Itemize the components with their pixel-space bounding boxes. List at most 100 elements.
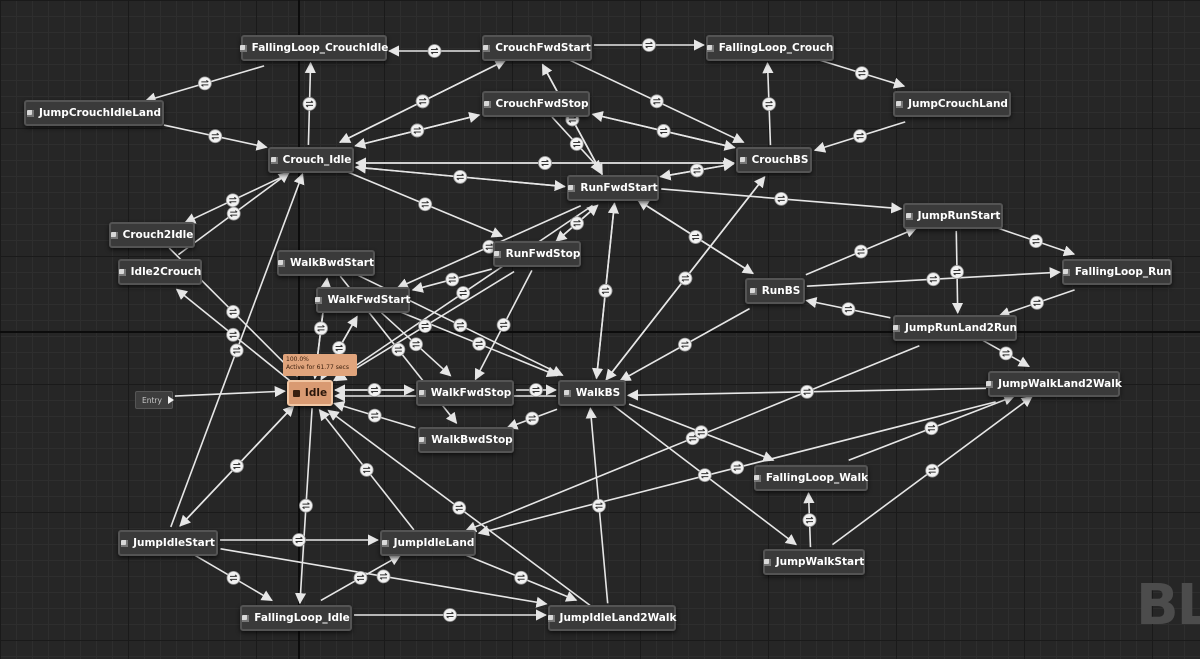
transition-rule-icon[interactable] <box>353 570 368 585</box>
transition-rule-icon[interactable] <box>1030 295 1044 310</box>
transition-rule-icon[interactable] <box>678 271 693 286</box>
transition-rule-icon[interactable] <box>642 38 656 52</box>
transition-rule-icon[interactable] <box>410 123 425 138</box>
transition-rule-icon[interactable] <box>409 337 423 352</box>
transition-rule-icon[interactable] <box>415 94 430 109</box>
transition-rule-icon[interactable] <box>1029 234 1043 249</box>
transition-rule-icon[interactable] <box>427 44 442 58</box>
state-node-crouchfwdstop[interactable]: CrouchFwdStop <box>482 91 590 117</box>
transition-rule-icon[interactable] <box>453 169 468 184</box>
state-node-runfwdstop[interactable]: RunFwdStop <box>493 241 581 267</box>
transition-rule-icon[interactable] <box>529 383 543 397</box>
state-icon <box>242 614 250 622</box>
state-node-idle2crouch[interactable]: Idle2Crouch <box>118 259 202 285</box>
state-node-walkfwdstop[interactable]: WalkFwdStop <box>416 380 514 406</box>
transition-rule-icon[interactable] <box>445 272 460 287</box>
transition-rule-icon[interactable] <box>730 460 745 475</box>
transition-rule-icon[interactable] <box>841 302 856 317</box>
state-icon <box>292 389 300 397</box>
transition-rule-icon[interactable] <box>694 425 709 440</box>
transition-rule-icon[interactable] <box>924 421 939 436</box>
transition-rule-icon[interactable] <box>472 337 486 351</box>
transition-rule-icon[interactable] <box>226 206 241 221</box>
state-node-fallingloop-run[interactable]: FallingLoop_Run <box>1062 259 1172 285</box>
transition-rule-icon[interactable] <box>649 94 664 109</box>
transition-rule-icon[interactable] <box>925 463 940 478</box>
transition-rule-icon[interactable] <box>229 459 244 473</box>
state-node-jumpcrouchidleland[interactable]: JumpCrouchIdleLand <box>24 100 164 126</box>
state-node-walkbwdstart[interactable]: WalkBwdStart <box>277 250 375 276</box>
transition-rule-icon[interactable] <box>367 383 382 397</box>
transition-rule-icon[interactable] <box>690 163 704 178</box>
state-node-jumprunland2run[interactable]: JumpRunLand2Run <box>893 315 1017 341</box>
transition-rule-icon[interactable] <box>453 318 468 333</box>
transition-rule-icon[interactable] <box>853 129 867 143</box>
transition-rule-icon[interactable] <box>367 408 382 423</box>
transition-rule-icon[interactable] <box>197 76 212 91</box>
state-node-fallingloop-crouch[interactable]: FallingLoop_Crouch <box>706 35 834 61</box>
transition-rule-icon[interactable] <box>226 304 241 319</box>
transition-rule-icon[interactable] <box>570 216 584 231</box>
transition-rule-icon[interactable] <box>598 283 613 298</box>
transition-rule-icon[interactable] <box>762 97 776 112</box>
transition-rule-icon[interactable] <box>208 129 223 144</box>
state-node-crouch-idle[interactable]: Crouch_Idle <box>268 147 354 173</box>
transition-rule-icon[interactable] <box>569 137 584 151</box>
state-node-walkfwdstart[interactable]: WalkFwdStart <box>315 287 411 313</box>
transition-rule-icon[interactable] <box>802 513 817 528</box>
transition-line[interactable] <box>174 385 286 398</box>
state-node-crouchbs[interactable]: CrouchBS <box>736 147 812 173</box>
transition-rule-icon[interactable] <box>678 337 692 352</box>
transition-rule-icon[interactable] <box>854 66 869 81</box>
state-node-jumprunstart[interactable]: JumpRunStart <box>903 203 1003 229</box>
transition-rule-icon[interactable] <box>688 230 703 244</box>
transition-rule-icon[interactable] <box>299 498 313 513</box>
transition-rule-icon[interactable] <box>456 286 471 300</box>
transition-rule-icon[interactable] <box>800 384 814 399</box>
state-node-crouch2idle[interactable]: Crouch2Idle <box>109 222 195 248</box>
state-node-crouchfwdstart[interactable]: CrouchFwdStart <box>482 35 592 61</box>
transition-rule-icon[interactable] <box>525 411 540 426</box>
transition-rule-icon[interactable] <box>496 317 511 332</box>
transition-rule-icon[interactable] <box>538 156 552 170</box>
transition-rule-icon[interactable] <box>226 327 241 342</box>
transition-rule-icon[interactable] <box>656 124 671 138</box>
state-node-walkbwdstop[interactable]: WalkBwdStop <box>418 427 514 453</box>
state-node-fallingloop-crouchidle[interactable]: FallingLoop_CrouchIdle <box>239 35 388 61</box>
transition-rule-icon[interactable] <box>229 343 244 358</box>
state-node-fallingloop-idle[interactable]: FallingLoop_Idle <box>240 605 352 631</box>
transition-rule-icon[interactable] <box>225 193 240 208</box>
transition-rule-icon[interactable] <box>418 197 433 212</box>
state-node-jumpidleland2walk[interactable]: JumpIdleLand2Walk <box>547 605 676 631</box>
transition-rule-icon[interactable] <box>452 501 467 515</box>
transition-rule-icon[interactable] <box>697 468 712 483</box>
transition-rule-icon[interactable] <box>592 498 606 513</box>
state-node-jumpcrouchland[interactable]: JumpCrouchLand <box>893 91 1011 117</box>
entry-node[interactable]: Entry <box>135 391 174 409</box>
state-node-jumpwalkland2walk[interactable]: JumpWalkLand2Walk <box>986 371 1122 397</box>
transition-rule-icon[interactable] <box>302 97 317 111</box>
state-node-jumpidleland[interactable]: JumpIdleLand <box>380 530 476 556</box>
transition-rule-icon[interactable] <box>950 265 964 279</box>
transition-rule-icon[interactable] <box>854 244 868 259</box>
transition-rule-icon[interactable] <box>774 191 789 206</box>
transition-rule-icon[interactable] <box>292 533 306 547</box>
transition-rule-icon[interactable] <box>926 272 941 287</box>
transition-rule-icon[interactable] <box>418 319 432 333</box>
transition-rule-icon[interactable] <box>514 570 529 585</box>
transition-rule-icon[interactable] <box>314 321 328 336</box>
state-node-jumpidlestart[interactable]: JumpIdleStart <box>118 530 218 556</box>
transition-rule-icon[interactable] <box>391 342 406 357</box>
transition-rule-icon[interactable] <box>332 341 347 355</box>
transition-rule-icon[interactable] <box>226 571 241 585</box>
state-node-fallingloop-walk[interactable]: FallingLoop_Walk <box>753 465 868 491</box>
state-node-runbs[interactable]: RunBS <box>745 278 805 304</box>
transition-rule-icon[interactable] <box>359 462 374 477</box>
state-node-jumpwalkstart[interactable]: JumpWalkStart <box>763 549 865 575</box>
transition-rule-icon[interactable] <box>443 608 457 622</box>
transition-rule-icon[interactable] <box>999 346 1013 361</box>
state-node-runfwdstart[interactable]: RunFwdStart <box>567 175 659 201</box>
state-node-idle[interactable]: Idle <box>287 380 333 406</box>
transition-rule-icon[interactable] <box>376 569 391 584</box>
state-node-walkbs[interactable]: WalkBS <box>558 380 626 406</box>
